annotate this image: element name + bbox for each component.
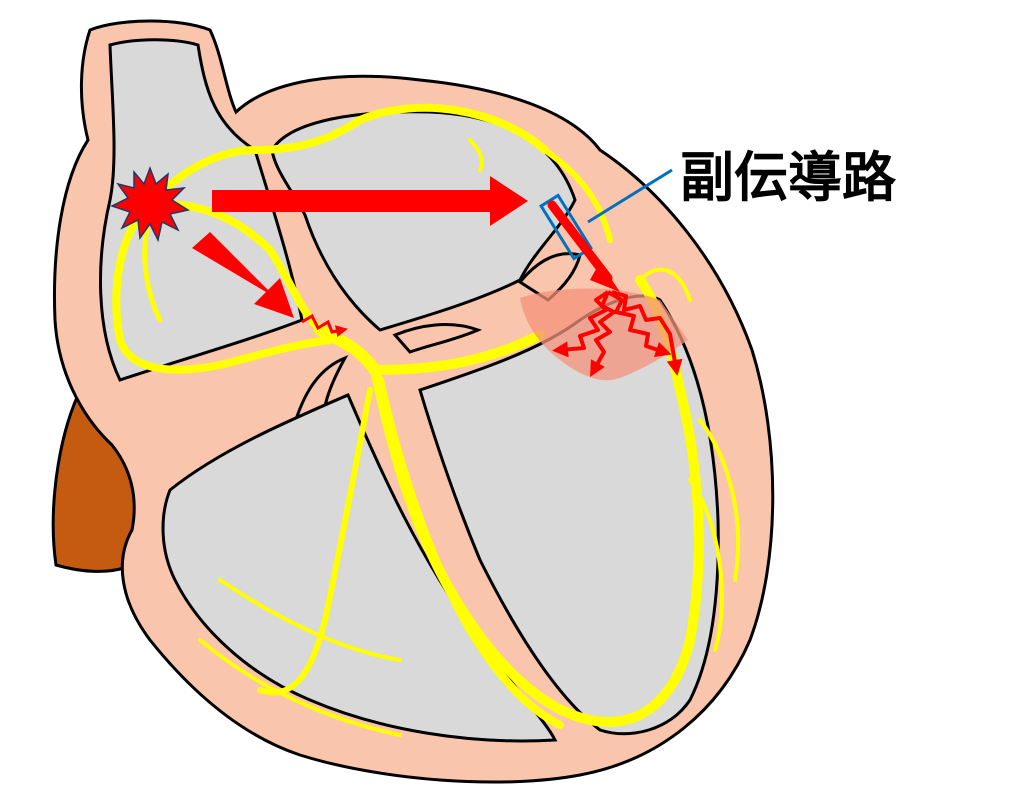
accessory-pathway-label: 副伝導路 — [680, 146, 897, 209]
conduction-system — [112, 103, 741, 737]
wavy-arrow-icon — [552, 290, 683, 377]
av-node-wavy-icon — [301, 313, 348, 338]
accessory-pathway-marker — [539, 193, 593, 261]
label-pointer-line — [587, 168, 673, 224]
conduction-arrow-to-accessory — [212, 176, 528, 226]
starburst-icon — [110, 165, 190, 243]
accessory-pathway-arrowhead — [590, 262, 620, 292]
right-ventricle — [161, 393, 558, 743]
valve-cusp-right — [392, 323, 483, 354]
conduction-arrow-to-av-node — [192, 232, 294, 318]
